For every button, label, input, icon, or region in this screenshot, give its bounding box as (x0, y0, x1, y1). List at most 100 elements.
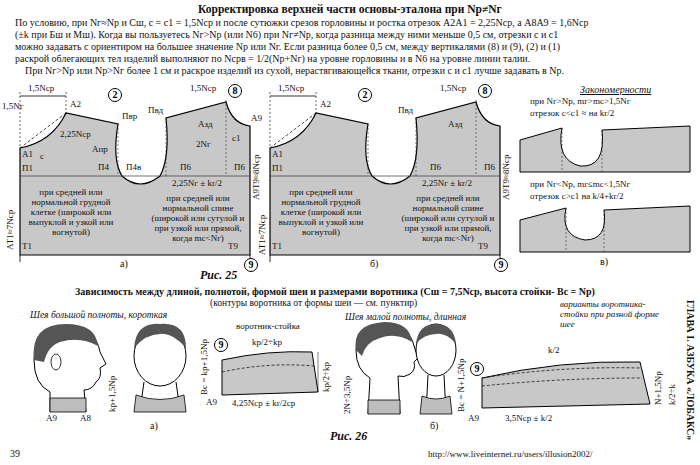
label-text: Пвд (398, 106, 413, 116)
label-text: (контуры воротника от формы шеи — см. пу… (210, 298, 417, 308)
callout-circle: 9 (470, 362, 484, 376)
figure-number: Рис. 25 (200, 269, 237, 282)
dimension-label: Вс = kр+1,5Nр (200, 339, 210, 395)
label-text: 2Nг (196, 140, 211, 150)
callout-circle: 9 (244, 258, 258, 272)
label-text: 3,5Nср ± k/2 (505, 414, 552, 424)
figure-heading: Зависимость между длиной, полнотой, форм… (75, 286, 595, 297)
label-text: воротник-стойка (236, 322, 300, 332)
dimension-label: kр/2÷kр (322, 362, 332, 392)
label-text: А1 (272, 150, 283, 160)
label-text: Шея малой полноты, длинная (345, 312, 466, 322)
dimension-label: N+1,5Nр (654, 371, 664, 405)
label-text: А9 (206, 398, 217, 408)
grey-area-text: при средней или нормальной грудной клетк… (25, 188, 117, 237)
label-text: б) (430, 420, 438, 431)
dimension-label: 2N÷3,5Nр (343, 376, 353, 414)
label-text: А2 (320, 100, 331, 110)
label-text: А2 (70, 100, 81, 110)
label-text: П6 (180, 163, 191, 173)
callout-number: 9 (249, 260, 254, 270)
callout-circle: 8 (228, 84, 242, 98)
label-text: с1 (232, 134, 241, 144)
callout-number: 9 (475, 364, 480, 374)
label-text: Апр (92, 145, 108, 155)
label-text: Т1 (22, 242, 32, 252)
callout-number: 9 (219, 340, 224, 350)
label-text: Пвр (122, 112, 137, 122)
label-text: k/2 (548, 346, 560, 356)
label-text: Пвд (148, 106, 163, 116)
dimension-label: kр+1,5Nр (108, 376, 118, 412)
label-text: можно задавать с ориентиром на большее з… (15, 41, 560, 52)
dimension-label: Вс = N+1,5Nр (457, 359, 467, 412)
callout-number: 2 (363, 90, 368, 100)
callout-circle: 8 (478, 84, 492, 98)
dimension-label: А9Т9≈8Nср (502, 155, 512, 200)
label-text: А8 (80, 414, 91, 424)
label-text: Т9 (228, 242, 238, 252)
label-text: отрезок с<с1 ≈ на kr/2 (530, 109, 614, 119)
label-text: П6 (234, 163, 245, 173)
callout-number: 9 (499, 260, 504, 270)
label-text: Т1 (272, 242, 282, 252)
label-text: П1 (22, 164, 33, 174)
dimension-label: АТ1≈7Nср (6, 210, 16, 250)
callout-number: 8 (483, 86, 488, 96)
page-number: 39 (10, 448, 20, 459)
callout-circle: 2 (108, 88, 122, 102)
label-text: А9 (251, 114, 262, 124)
label-text: Азд (198, 120, 212, 130)
label-text: 1,5Nг (2, 102, 23, 112)
label-text: 1,5Nср (440, 84, 466, 94)
callout-number: 2 (113, 90, 118, 100)
label-text: П4в (126, 163, 141, 173)
figure-number: Рис. 26 (330, 430, 367, 443)
callout-circle: 9 (214, 338, 228, 352)
label-text: а) (120, 258, 128, 269)
label-text: (±k при Бш и Мш). Когда вы пользуетесь N… (15, 29, 558, 40)
label-text: А1 (22, 150, 33, 160)
label-text: при Nг>Nр, mг>mс>1,5Nг (530, 97, 630, 107)
grey-area-text: при средней или нормальной спине (широко… (400, 194, 496, 243)
label-text: 1,5Nср (190, 84, 216, 94)
label-text: а) (150, 420, 158, 431)
label-text: П6 (484, 163, 495, 173)
label-text: При Nг>Nр или Nр>Nг более 1 см и раскрое… (25, 65, 564, 76)
label-text: в) (600, 256, 608, 267)
label-text: б) (370, 258, 378, 269)
label-text: Азд (448, 120, 462, 130)
dimension-label: k/2÷k (668, 384, 678, 405)
dimension-label: АТ1≈7Nср (258, 215, 268, 255)
label-text: А9 (46, 414, 57, 424)
label-text: 4,25Nср ± kr/2ср (232, 399, 295, 409)
label-text: 1,5Nср (28, 84, 54, 94)
label-text: А9 (468, 414, 479, 424)
grey-area-text: при средней или нормальной грудной клетк… (275, 188, 367, 237)
running-head: ГЛАВА I. АЗБУКА «ЛОБАКС» (685, 300, 696, 440)
label-text: П4 (98, 163, 109, 173)
label-text: 1,5Nср (278, 84, 304, 94)
label-text: раскрой облегающих тел изделий выполняют… (15, 53, 530, 64)
panel-heading: Закономерности (580, 84, 651, 95)
dimension-label: А9Т9≈8Nср (252, 155, 262, 200)
label-text: По условию, при Nг≈Nр и Сш, с = с1 = 1,5… (15, 17, 588, 28)
label-text: kр/2÷kр (252, 338, 282, 348)
label-text: 2,25Nг ± kr/2 (422, 179, 472, 189)
label-text: П6 (430, 163, 441, 173)
grey-area-text: при средней или нормальной спине (широко… (150, 194, 246, 243)
page-title: Корректировка верхней части основы-этало… (198, 3, 502, 16)
label-text: с (40, 152, 44, 162)
callout-circle: 2 (358, 88, 372, 102)
label-text: Т9 (478, 242, 488, 252)
label-text: при Nг<Nр, mг≤mс<1,5Nг (530, 180, 630, 190)
callout-number: 8 (233, 86, 238, 96)
note-text: варианты воротника-стойки при разной фор… (560, 300, 670, 330)
label-text: 2,25Nг ± kr/2 (172, 179, 222, 189)
label-text: Шея большой полноты, короткая (30, 310, 167, 320)
label-text: отрезок с>с1 на k/4+kr/2 (530, 192, 624, 202)
watermark: http://www.liveinternet.ru/users/illusio… (428, 450, 592, 460)
callout-circle: 9 (494, 258, 508, 272)
label-text: 2,25Nср (60, 130, 91, 140)
